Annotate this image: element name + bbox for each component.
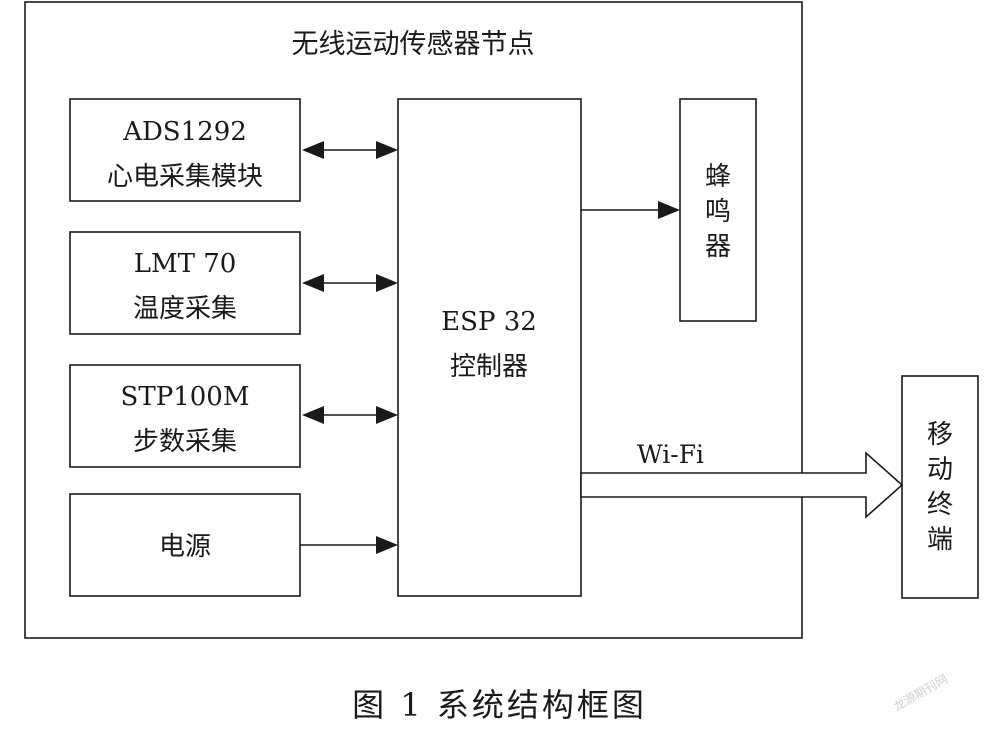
step-module-box: STP100M 步数采集 bbox=[69, 364, 301, 468]
mobile-char-1: 移 bbox=[927, 420, 953, 450]
controller-chip: ESP 32 bbox=[441, 307, 537, 337]
buzzer-char-1: 蜂 bbox=[705, 162, 731, 192]
node-title: 无线运动传感器节点 bbox=[292, 29, 535, 60]
buzzer-arrow bbox=[581, 201, 680, 219]
temperature-module-label: 温度采集 bbox=[133, 294, 237, 324]
ecg-module-label: 心电采集模块 bbox=[107, 162, 263, 192]
step-bidirectional-arrow bbox=[302, 406, 398, 424]
ecg-module-chip: ADS1292 bbox=[122, 117, 247, 147]
wifi-link-arrow bbox=[580, 451, 904, 519]
buzzer-char-3: 器 bbox=[705, 232, 731, 262]
mobile-char-4: 端 bbox=[927, 525, 953, 555]
buzzer-char-2: 鸣 bbox=[705, 197, 731, 227]
controller-label: 控制器 bbox=[450, 352, 528, 382]
power-module-box: 电源 bbox=[69, 493, 301, 597]
step-module-chip: STP100M bbox=[121, 382, 250, 412]
ecg-module-box: ADS1292 心电采集模块 bbox=[69, 98, 301, 202]
power-arrow bbox=[300, 536, 398, 554]
power-module-label: 电源 bbox=[159, 532, 211, 562]
temperature-module-box: LMT 70 温度采集 bbox=[69, 231, 301, 335]
temperature-bidirectional-arrow bbox=[302, 274, 398, 292]
controller-box: ESP 32 控制器 bbox=[397, 98, 582, 597]
figure-caption: 图 1 系统结构框图 bbox=[352, 686, 647, 724]
mobile-char-3: 终 bbox=[927, 490, 953, 520]
buzzer-box: 蜂 鸣 器 bbox=[679, 98, 757, 322]
step-module-label: 步数采集 bbox=[133, 427, 237, 457]
wifi-label: Wi-Fi bbox=[637, 440, 704, 469]
temperature-module-chip: LMT 70 bbox=[134, 249, 237, 279]
mobile-terminal-box: 移 动 终 端 bbox=[901, 375, 979, 599]
mobile-char-2: 动 bbox=[927, 455, 953, 485]
ecg-bidirectional-arrow bbox=[302, 141, 398, 159]
